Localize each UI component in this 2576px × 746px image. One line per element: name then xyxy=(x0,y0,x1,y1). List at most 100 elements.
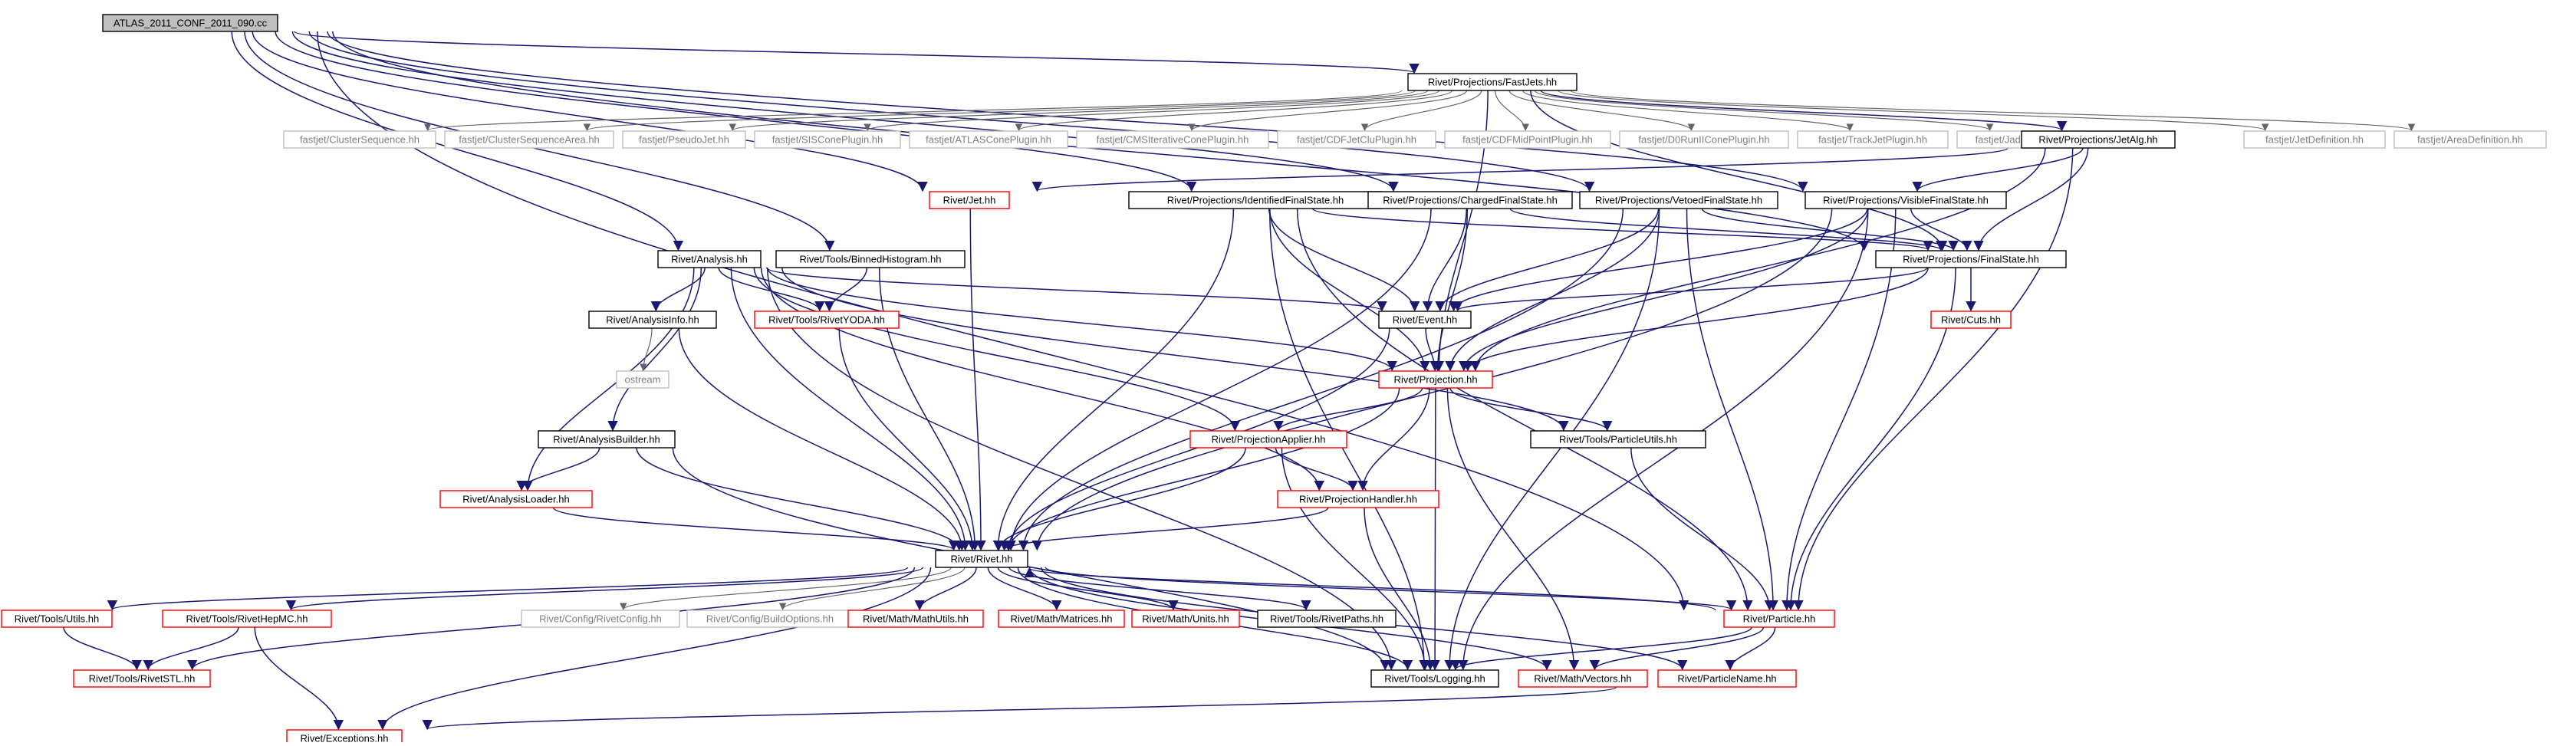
edge-fastjets-to-jetdef xyxy=(1558,90,2269,131)
edge-visiblefs-to-projection xyxy=(1459,208,1869,372)
edge-rivet-to-rivethepmc xyxy=(286,567,924,611)
edge-identfs-to-projection xyxy=(1269,208,1430,372)
node-rivetpaths[interactable]: Rivet/Tools/RivetPaths.hh xyxy=(1257,610,1397,628)
node-fastjets[interactable]: Rivet/Projections/FastJets.hh xyxy=(1407,73,1578,91)
edge-visiblefs-to-particle xyxy=(1781,208,1897,611)
edge-fastjets-to-clusterseqarea xyxy=(584,90,1416,131)
node-analysisbuilder[interactable]: Rivet/AnalysisBuilder.hh xyxy=(538,430,676,449)
edge-jetalg-to-finalstate xyxy=(1973,147,2089,251)
node-label-jetdef: fastjet/JetDefinition.hh xyxy=(2265,134,2364,146)
edge-analysisinfo-to-rivet xyxy=(678,327,968,551)
node-box-cdfjetclu xyxy=(1277,130,1436,149)
edge-particlename-to-exceptions xyxy=(423,686,1617,731)
node-rivethepmc[interactable]: Rivet/Tools/RivetHepMC.hh xyxy=(162,610,332,628)
node-box-cdfmidpoint xyxy=(1444,130,1611,149)
node-matrices[interactable]: Rivet/Math/Matrices.hh xyxy=(998,610,1125,628)
node-label-buildoptions: Rivet/Config/BuildOptions.hh xyxy=(706,613,834,625)
node-box-atlascone xyxy=(909,130,1068,149)
node-cuts[interactable]: Rivet/Cuts.hh xyxy=(1930,311,2012,329)
node-label-siscone: fastjet/SISConePlugin.hh xyxy=(772,134,883,146)
node-particleutils[interactable]: Rivet/Tools/ParticleUtils.hh xyxy=(1530,430,1706,449)
edge-root-to-vetoedfs xyxy=(308,31,1594,192)
edge-analysis-to-event xyxy=(765,267,1387,312)
node-rivetconfig: Rivet/Config/RivetConfig.hh xyxy=(521,610,680,628)
node-label-vectors: Rivet/Math/Vectors.hh xyxy=(1534,673,1631,685)
node-jet[interactable]: Rivet/Jet.hh xyxy=(929,191,1010,209)
node-cdfmidpoint: fastjet/CDFMidPointPlugin.hh xyxy=(1444,130,1611,149)
edge-rivet-to-mathutils xyxy=(914,567,977,611)
node-pseudojet: fastjet/PseudoJet.hh xyxy=(622,130,746,149)
node-box-vectors xyxy=(1518,669,1648,688)
node-mathutils[interactable]: Rivet/Math/MathUtils.hh xyxy=(847,610,984,628)
edge-projection-to-logging xyxy=(1429,387,1440,671)
node-vectors[interactable]: Rivet/Math/Vectors.hh xyxy=(1518,669,1648,688)
node-projection[interactable]: Rivet/Projection.hh xyxy=(1378,370,1493,389)
node-vetoedfs[interactable]: Rivet/Projections/VetoedFinalState.hh xyxy=(1579,191,1778,209)
node-projhandler[interactable]: Rivet/ProjectionHandler.hh xyxy=(1277,490,1439,508)
edge-fastjets-to-areadef xyxy=(1570,90,2415,131)
edge-toolsutils-to-rivetstl xyxy=(63,626,142,671)
edge-particleutils-to-particle xyxy=(1630,447,1775,611)
node-label-particleutils: Rivet/Tools/ParticleUtils.hh xyxy=(1559,434,1677,445)
edge-analysisbuilder-to-logging xyxy=(672,447,1390,671)
node-binnedhisto[interactable]: Rivet/Tools/BinnedHistogram.hh xyxy=(775,250,966,268)
node-label-analysisinfo: Rivet/AnalysisInfo.hh xyxy=(606,314,699,326)
edge-particle-to-rivet xyxy=(1025,567,1716,611)
edge-jet-to-rivet xyxy=(969,208,986,551)
node-units[interactable]: Rivet/Math/Units.hh xyxy=(1131,610,1240,628)
node-logging[interactable]: Rivet/Tools/Logging.hh xyxy=(1370,669,1499,688)
node-box-finalstate xyxy=(1875,250,2067,268)
edge-vetoedfs-to-event xyxy=(1435,208,1660,312)
edge-root-to-chargedfs xyxy=(291,31,1399,192)
node-rivet[interactable]: Rivet/Rivet.hh xyxy=(935,550,1028,568)
node-root[interactable]: ATLAS_2011_CONF_2011_090.cc xyxy=(102,14,278,32)
node-box-projapplier xyxy=(1189,430,1347,449)
node-box-binnedhisto xyxy=(775,250,966,268)
edge-rivet-to-rivetconfig xyxy=(620,567,952,610)
node-label-root: ATLAS_2011_CONF_2011_090.cc xyxy=(114,18,268,29)
node-buildoptions: Rivet/Config/BuildOptions.hh xyxy=(686,610,854,628)
node-particlename[interactable]: Rivet/ParticleName.hh xyxy=(1657,669,1797,688)
node-finalstate[interactable]: Rivet/Projections/FinalState.hh xyxy=(1875,250,2067,268)
node-toolsutils[interactable]: Rivet/Tools/Utils.hh xyxy=(1,610,113,628)
node-particle[interactable]: Rivet/Particle.hh xyxy=(1723,610,1835,628)
edge-analysisbuilder-to-rivet xyxy=(636,447,965,551)
node-analysis[interactable]: Rivet/Analysis.hh xyxy=(657,250,762,268)
node-jetalg[interactable]: Rivet/Projections/JetAlg.hh xyxy=(2021,130,2176,149)
node-label-visiblefs: Rivet/Projections/VisibleFinalState.hh xyxy=(1823,195,1989,206)
node-exceptions[interactable]: Rivet/Exceptions.hh xyxy=(286,729,403,746)
node-box-rivetpaths xyxy=(1257,610,1397,628)
node-label-rivetstl: Rivet/Tools/RivetSTL.hh xyxy=(89,673,196,685)
node-rivetstl[interactable]: Rivet/Tools/RivetSTL.hh xyxy=(73,669,211,688)
node-identfs[interactable]: Rivet/Projections/IdentifiedFinalState.h… xyxy=(1128,191,1383,209)
edge-root-to-fastjets xyxy=(294,31,1419,74)
node-analysisinfo[interactable]: Rivet/AnalysisInfo.hh xyxy=(588,311,717,329)
node-visiblefs[interactable]: Rivet/Projections/VisibleFinalState.hh xyxy=(1805,191,2007,209)
edge-fastjets-to-cmsiter xyxy=(1188,90,1468,131)
node-label-ostream: ostream xyxy=(625,374,661,386)
node-label-finalstate: Rivet/Projections/FinalState.hh xyxy=(1903,254,2039,265)
edge-visiblefs-to-logging xyxy=(1458,208,1869,671)
node-projapplier[interactable]: Rivet/ProjectionApplier.hh xyxy=(1189,430,1347,449)
edge-fastjets-to-cdfjetclu xyxy=(1360,90,1482,131)
node-rivetyoda[interactable]: Rivet/Tools/RivetYODA.hh xyxy=(754,311,900,329)
node-box-analysisloader xyxy=(439,490,593,508)
node-box-projhandler xyxy=(1277,490,1439,508)
node-event[interactable]: Rivet/Event.hh xyxy=(1378,311,1472,329)
node-chargedfs[interactable]: Rivet/Projections/ChargedFinalState.hh xyxy=(1367,191,1573,209)
node-label-cmsiter: fastjet/CMSIterativeConePlugin.hh xyxy=(1097,134,1249,146)
edge-root-to-binnedhisto xyxy=(244,31,835,251)
node-box-rivet xyxy=(935,550,1028,568)
node-box-cmsiter xyxy=(1076,130,1269,149)
edge-vetoedfs-to-logging xyxy=(1444,208,1660,671)
edge-fastjets-to-finalstate xyxy=(1530,90,1948,251)
edge-fastjets-to-siscone xyxy=(864,90,1440,131)
node-box-ostream xyxy=(616,370,669,389)
node-analysisloader[interactable]: Rivet/AnalysisLoader.hh xyxy=(439,490,593,508)
node-box-event xyxy=(1378,311,1472,329)
node-label-cuts: Rivet/Cuts.hh xyxy=(1941,314,2001,326)
edge-analysisloader-to-rivet xyxy=(552,507,959,551)
node-label-binnedhisto: Rivet/Tools/BinnedHistogram.hh xyxy=(800,254,942,265)
node-label-projhandler: Rivet/ProjectionHandler.hh xyxy=(1299,494,1417,505)
